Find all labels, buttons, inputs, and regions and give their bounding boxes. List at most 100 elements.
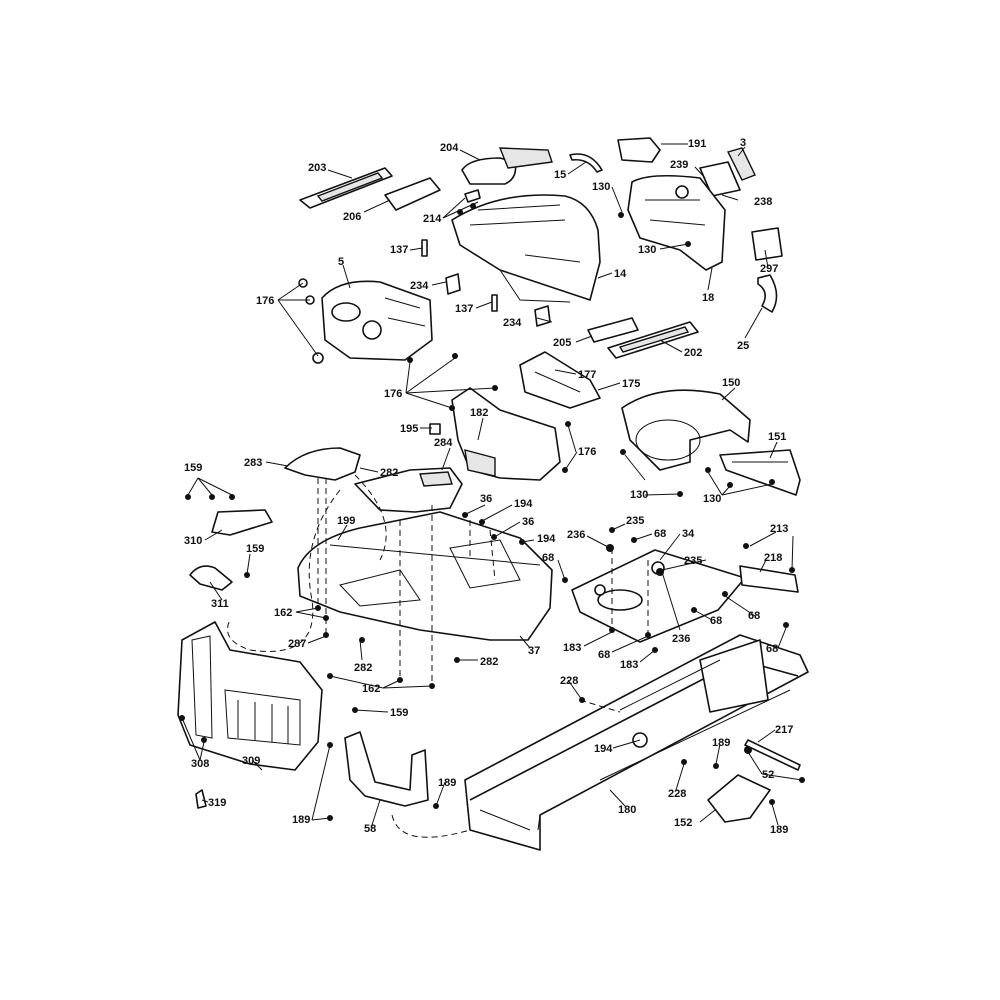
- callout-194-c: 194: [594, 743, 613, 755]
- callout-36-a: 36: [480, 493, 492, 505]
- callout-162-a: 162: [274, 607, 292, 619]
- part-204-hood-cap: [461, 147, 553, 185]
- callout-14: 14: [614, 268, 627, 280]
- callout-68-b: 68: [542, 552, 554, 564]
- callout-202: 202: [684, 347, 702, 359]
- callout-204: 204: [440, 142, 459, 154]
- part-25-bracket: [757, 274, 778, 313]
- callout-130-b: 130: [638, 244, 656, 256]
- part-15-trim: [569, 153, 603, 173]
- part-14-hood: [451, 194, 601, 303]
- part-319-clip: [195, 789, 207, 809]
- part-150-fender-pan: [621, 389, 751, 471]
- callout-311: 311: [211, 598, 229, 610]
- callout-199: 199: [337, 515, 355, 527]
- part-214-clip: [464, 189, 481, 203]
- callout-283: 283: [244, 457, 262, 469]
- part-234-tab-b: [534, 305, 551, 327]
- callout-282-c: 282: [480, 656, 498, 668]
- callout-234-a: 234: [410, 280, 429, 292]
- callout-58: 58: [364, 823, 376, 835]
- part-234-tab-a: [445, 273, 461, 295]
- part-137-pin-b: [491, 294, 498, 312]
- callout-labels: 203 204 15 191 3 239 130 238 206 214 137…: [184, 137, 793, 836]
- callout-3: 3: [740, 137, 746, 149]
- callout-194-a: 194: [514, 498, 533, 510]
- callout-235-b: 235: [684, 555, 702, 567]
- callout-235-a: 235: [626, 515, 644, 527]
- callout-189-b: 189: [438, 777, 456, 789]
- callout-239: 239: [670, 159, 688, 171]
- callout-130-c: 130: [630, 489, 648, 501]
- callout-206: 206: [343, 211, 361, 223]
- callout-68-f: 68: [598, 649, 610, 661]
- callout-309: 309: [242, 755, 260, 767]
- callout-180: 180: [618, 804, 636, 816]
- callout-177: 177: [578, 369, 596, 381]
- callout-182: 182: [470, 407, 488, 419]
- callout-130-d: 130: [703, 493, 721, 505]
- callout-287: 287: [288, 638, 306, 650]
- callout-68-e: 68: [766, 643, 778, 655]
- callout-236-b: 236: [672, 633, 690, 645]
- callout-310: 310: [184, 535, 202, 547]
- callout-236-a: 236: [567, 529, 585, 541]
- part-3-emblem: [726, 147, 756, 181]
- part-34-plate: [571, 549, 746, 643]
- callout-68-d: 68: [710, 615, 722, 627]
- callout-25: 25: [737, 340, 749, 352]
- part-5-dash-panel: [321, 280, 433, 361]
- callout-218: 218: [764, 552, 782, 564]
- callout-282-b: 282: [354, 662, 372, 674]
- screw-176-c: [312, 352, 324, 364]
- part-203-vent-strip: [299, 167, 393, 209]
- callout-183-b: 183: [620, 659, 638, 671]
- part-152-plate: [707, 774, 771, 823]
- callout-213: 213: [770, 523, 788, 535]
- callout-15: 15: [554, 169, 566, 181]
- callout-308: 308: [191, 758, 209, 770]
- callout-183-a: 183: [563, 642, 581, 654]
- callout-203: 203: [308, 162, 326, 174]
- part-58-bracket: [344, 731, 429, 807]
- assembly-dashed-lines: [227, 474, 649, 838]
- part-217-rod: [744, 739, 801, 771]
- callout-159-a: 159: [184, 462, 202, 474]
- callout-137-a: 137: [390, 244, 408, 256]
- callout-68-a: 68: [654, 528, 666, 540]
- callout-319: 319: [208, 797, 226, 809]
- callout-137-b: 137: [455, 303, 473, 315]
- callout-234-b: 234: [503, 317, 522, 329]
- hardware-fasteners: [179, 203, 805, 821]
- leader-lines: [181, 143, 803, 829]
- callout-176-c: 176: [578, 446, 596, 458]
- callout-228-b: 228: [668, 788, 686, 800]
- callout-189-a: 189: [712, 737, 730, 749]
- callout-18: 18: [702, 292, 714, 304]
- part-175-bracket: [519, 351, 601, 409]
- part-18-front-panel: [627, 174, 726, 271]
- callout-176-b: 176: [384, 388, 402, 400]
- callout-130-a: 130: [592, 181, 610, 193]
- callout-214: 214: [423, 213, 442, 225]
- part-283-cover: [284, 447, 361, 481]
- part-182-dash-cover: [451, 387, 561, 481]
- part-206-bracket: [384, 177, 441, 211]
- callout-228-a: 228: [560, 675, 578, 687]
- callout-175: 175: [622, 378, 640, 390]
- callout-194-b: 194: [537, 533, 556, 545]
- callout-238: 238: [754, 196, 772, 208]
- callout-159-b: 159: [246, 543, 264, 555]
- callout-162-b: 162: [362, 683, 380, 695]
- part-309-grille-frame: [177, 621, 323, 771]
- callout-189-c: 189: [292, 814, 310, 826]
- callout-284: 284: [434, 437, 453, 449]
- callout-150: 150: [722, 377, 740, 389]
- part-311-bracket: [189, 565, 233, 591]
- part-284-seat-cover: [354, 467, 463, 513]
- callout-151: 151: [768, 431, 786, 443]
- part-239-badge: [699, 161, 741, 197]
- callout-189-d: 189: [770, 824, 788, 836]
- callout-36-b: 36: [522, 516, 534, 528]
